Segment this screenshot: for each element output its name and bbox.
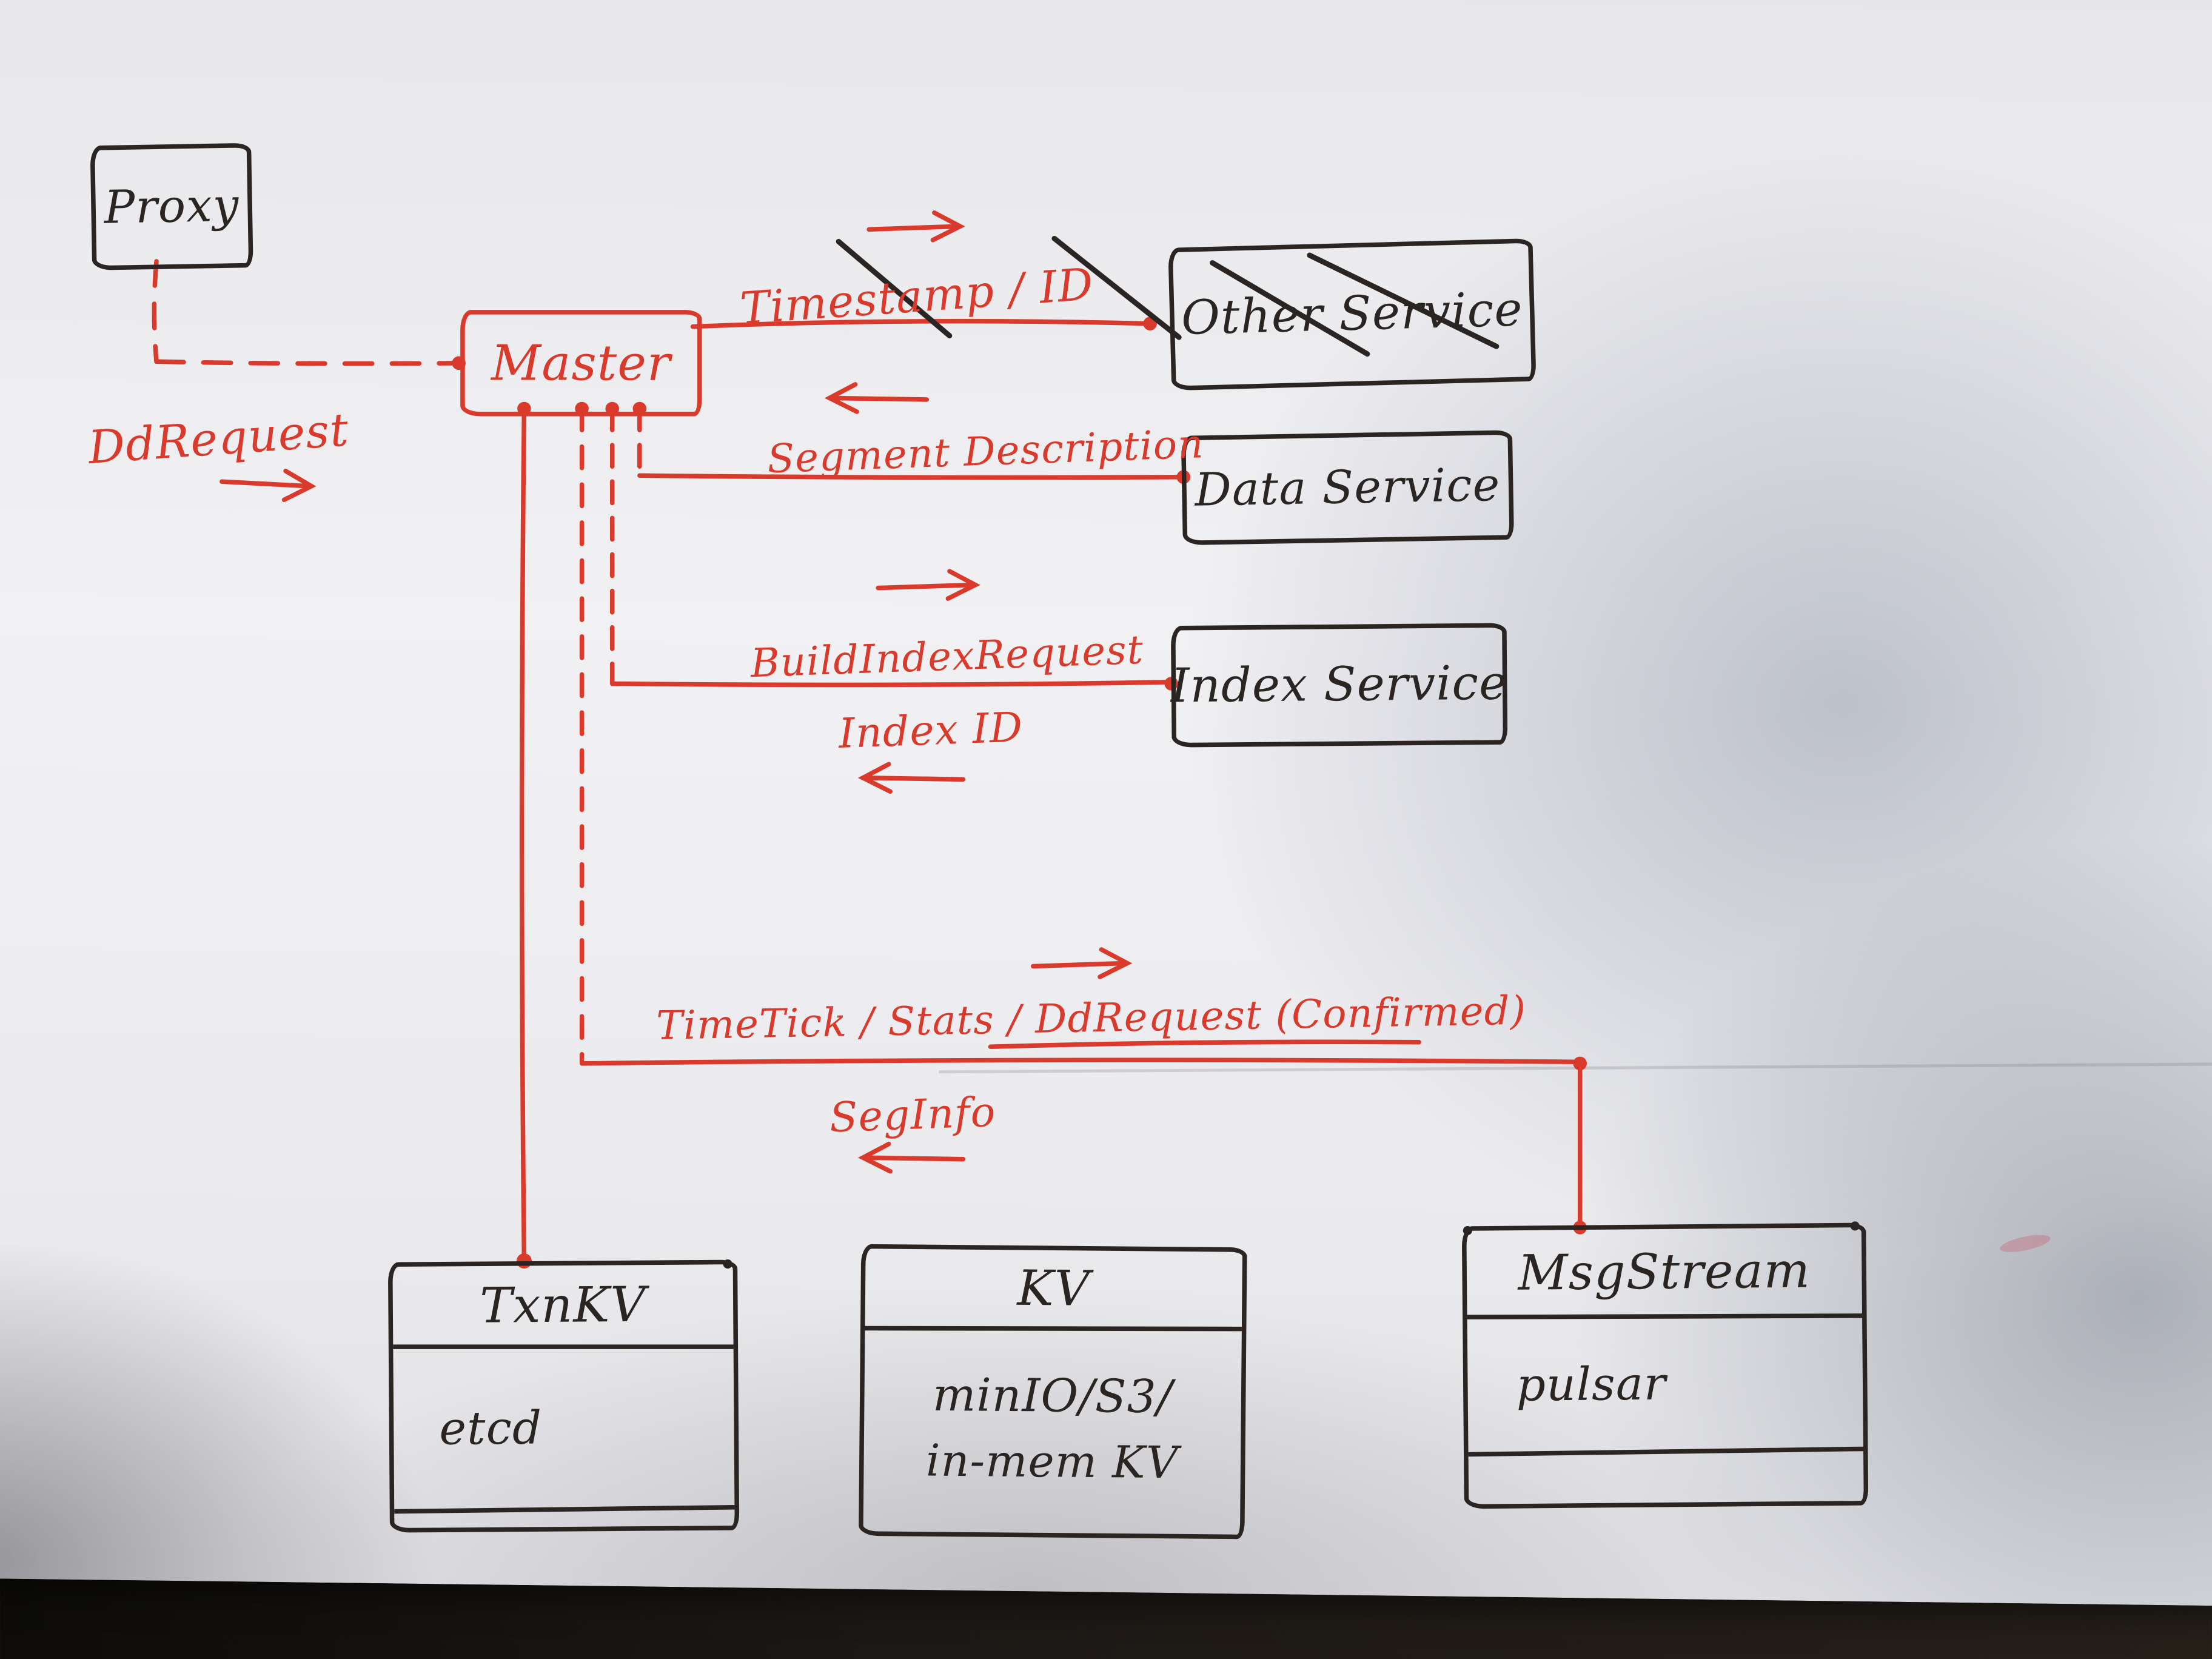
red-connections xyxy=(152,210,1587,1269)
msg-stream-title-row: MsgStream xyxy=(1466,1227,1862,1316)
txn-kv-title: TxnKV xyxy=(479,1275,646,1335)
msg-stream-impl: pulsar xyxy=(1516,1357,1667,1412)
node-other-service: Other Service xyxy=(1168,238,1537,391)
msg-stream-title: MsgStream xyxy=(1517,1241,1811,1302)
corner-dots xyxy=(723,1221,1860,1269)
node-index-service-label: Index Service xyxy=(1170,656,1508,714)
flow-arrows xyxy=(220,210,1133,1174)
edge-label-seg-info: SegInfo xyxy=(828,1089,997,1142)
txn-kv-title-row: TxnKV xyxy=(392,1264,733,1346)
node-master: Master xyxy=(460,310,702,417)
node-other-service-label: Other Service xyxy=(1181,283,1524,347)
node-msg-stream: MsgStream pulsar xyxy=(1461,1222,1869,1509)
node-index-service: Index Service xyxy=(1170,623,1508,748)
node-txn-kv: TxnKV etcd xyxy=(387,1259,740,1533)
txn-kv-body: etcd xyxy=(393,1348,734,1508)
kv-impl-line1: minIO/S3/ xyxy=(932,1368,1173,1424)
node-data-service: Data Service xyxy=(1181,430,1515,546)
node-proxy: Proxy xyxy=(90,142,253,270)
txn-kv-impl: etcd xyxy=(439,1401,543,1456)
node-proxy-label: Proxy xyxy=(103,178,240,235)
kv-title: KV xyxy=(1017,1259,1091,1318)
crossout-strokes xyxy=(836,235,1500,357)
edge-label-index-id: Index ID xyxy=(837,705,1024,759)
node-data-service-label: Data Service xyxy=(1194,458,1501,517)
kv-title-row: KV xyxy=(865,1248,1242,1328)
txn-kv-divider xyxy=(393,1344,734,1349)
msg-stream-body: pulsar xyxy=(1467,1317,1863,1451)
node-master-label: Master xyxy=(491,334,671,392)
kv-divider xyxy=(865,1326,1242,1332)
kv-body: minIO/S3/ in-mem KV xyxy=(863,1329,1242,1527)
node-kv: KV minIO/S3/ in-mem KV xyxy=(859,1244,1247,1540)
kv-impl-line2: in-mem KV xyxy=(925,1433,1179,1488)
